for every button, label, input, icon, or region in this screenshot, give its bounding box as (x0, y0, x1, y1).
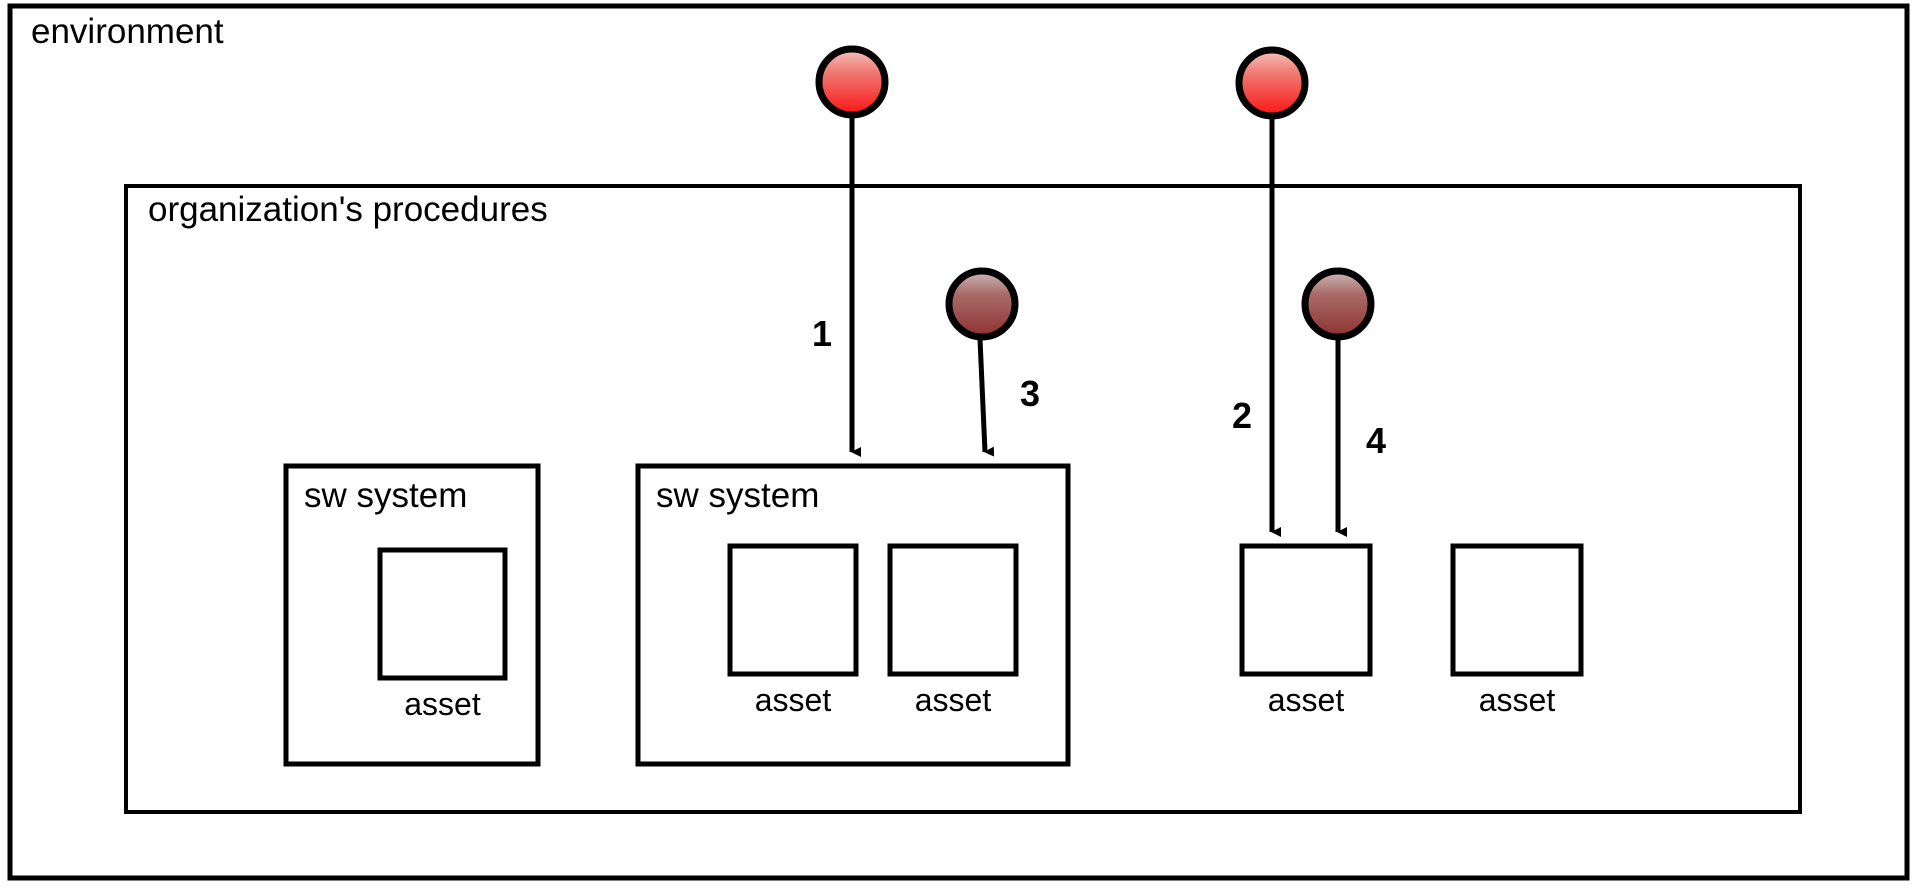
attack-arrow-number-1: 1 (812, 313, 833, 354)
sw-system-label-2: sw system (656, 476, 820, 515)
organization-procedures-label: organization's procedures (148, 190, 548, 229)
threat-node-active-1 (815, 45, 889, 119)
environment-label: environment (31, 12, 224, 51)
asset-square-3 (887, 543, 1019, 677)
asset-label-5: asset (1478, 682, 1556, 718)
asset-square-1 (377, 547, 508, 681)
attack-arrow-number-3: 3 (1020, 373, 1041, 414)
asset-square-5 (1450, 543, 1584, 677)
attack-arrow-number-2: 2 (1232, 395, 1253, 436)
attack-arrow-number-4: 4 (1366, 420, 1387, 461)
asset-label-1: asset (404, 686, 481, 722)
threat-node-dormant-3 (945, 267, 1019, 341)
attack-arrow-3 (977, 338, 995, 457)
threat-node-dormant-4 (1301, 267, 1375, 341)
asset-label-3: asset (914, 682, 992, 718)
asset-label-4: asset (1267, 682, 1345, 718)
threat-node-active-2 (1235, 46, 1309, 120)
asset-square-2 (727, 543, 859, 677)
asset-label-2: asset (754, 682, 832, 718)
asset-square-4 (1239, 543, 1373, 677)
sw-system-label-1: sw system (304, 476, 468, 515)
